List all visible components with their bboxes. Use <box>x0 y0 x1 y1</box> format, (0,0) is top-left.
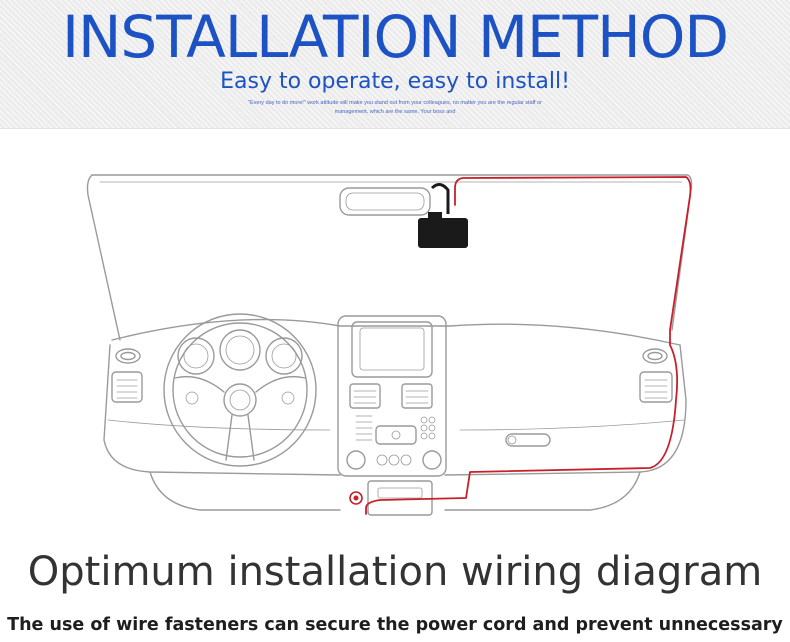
banner-small-text: "Every day to do more!" work attitude wi… <box>248 100 542 115</box>
banner-subtitle: Easy to operate, easy to install! <box>220 69 570 94</box>
section-heading: Optimum installation wiring diagram <box>27 549 763 595</box>
windshield-left-pillar <box>86 174 121 341</box>
right-speaker <box>642 348 668 364</box>
dashboard-top-line <box>111 318 681 346</box>
rearview-mirror <box>339 187 431 216</box>
right-air-vent <box>639 371 673 403</box>
center-console <box>337 315 447 477</box>
glovebox-handle <box>505 433 551 447</box>
section-caption: The use of wire fasteners can secure the… <box>7 615 783 642</box>
dash-camera <box>418 183 468 248</box>
power-socket <box>349 491 363 505</box>
steering-wheel <box>163 313 317 467</box>
left-speaker <box>115 348 141 364</box>
banner-title: INSTALLATION METHOD <box>61 3 729 71</box>
left-air-vent <box>111 371 143 403</box>
lower-console <box>367 480 433 516</box>
header-banner: INSTALLATION METHOD Easy to operate, eas… <box>0 0 790 129</box>
power-cable <box>365 176 692 515</box>
instrument-cluster <box>177 329 303 375</box>
dashboard <box>103 318 687 511</box>
wiring-diagram <box>86 174 693 516</box>
dashboard-body <box>103 344 341 476</box>
